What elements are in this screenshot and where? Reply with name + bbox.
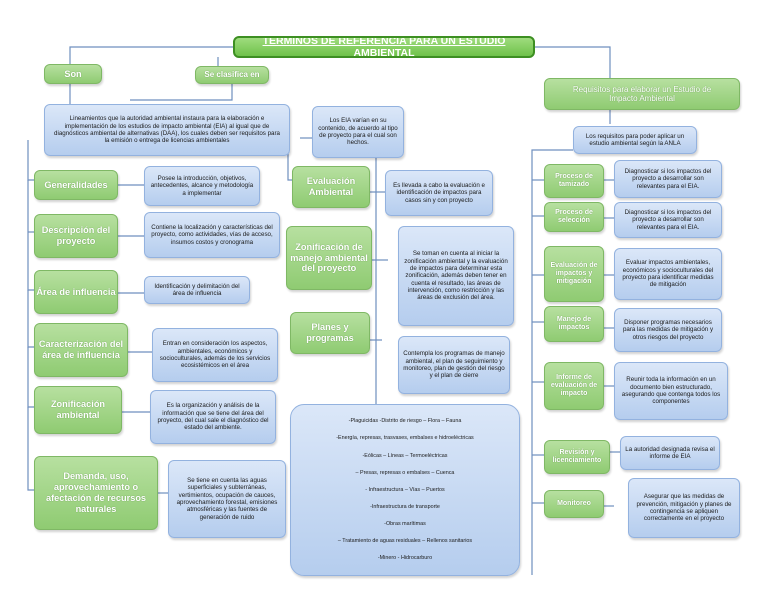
- project-type-item: - Infraestructura – Vías – Puertos: [365, 486, 445, 493]
- project-type-item: -Eólicas – Líneas – Termoeléctricas: [362, 452, 448, 459]
- middle-desc-planes: Contempla los programas de manejo ambien…: [398, 336, 510, 394]
- left-desc-caracterizacion: Entran en consideración los aspectos, am…: [152, 328, 278, 382]
- right-desc-tamizado: Diagnosticar si los impactos del proyect…: [614, 160, 722, 198]
- page-title: TERMINOS DE REFERENCIA PARA UN ESTUDIO A…: [233, 36, 535, 58]
- left-node-caracterizacion: Caracterización del área de influencia: [34, 323, 128, 377]
- middle-node-evaluacion: Evaluación Ambiental: [292, 166, 370, 208]
- requisitos-node: Requisitos para elaborar un Estudio de I…: [544, 78, 740, 110]
- son-node: Son: [44, 64, 102, 84]
- right-desc-seleccion: Diagnosticar si los impactos del proyect…: [614, 202, 722, 238]
- project-type-item: -Minero - Hidrocarburo: [377, 555, 433, 562]
- left-desc-generalidades: Posee la introducción, objetivos, antece…: [144, 166, 260, 206]
- left-desc-area: Identificación y delimitación del área d…: [144, 276, 250, 304]
- right-node-informe: Informe de evaluación de impacto: [544, 362, 604, 410]
- right-desc-revision: La autoridad designada revisa el informe…: [620, 436, 720, 470]
- middle-desc-evaluacion: Es llevada a cabo la evaluación e identi…: [385, 170, 493, 216]
- project-type-item: -Obras marítimas: [384, 521, 426, 528]
- right-node-monitoreo: Monitoreo: [544, 490, 604, 518]
- left-desc-descripcion: Contiene la localización y característic…: [144, 212, 280, 258]
- project-type-item: – Presas, represas o embalses – Cuenca: [355, 469, 455, 476]
- right-desc-evaluacion-impactos: Evaluar impactos ambientales, económicos…: [614, 248, 722, 300]
- middle-node-zonificacion-manejo: Zonificación de manejo ambiental del pro…: [286, 226, 372, 290]
- right-node-manejo: Manejo de impactos: [544, 306, 604, 342]
- project-types-list: -Plaguicidas -Distrito de riesgo – Flora…: [290, 404, 520, 576]
- left-desc-demanda: Se tiene en cuenta las aguas superficial…: [168, 460, 286, 538]
- project-type-item: -Plaguicidas -Distrito de riesgo – Flora…: [348, 418, 462, 425]
- middle-desc-zonificacion-manejo: Se toman en cuenta al iniciar la zonific…: [398, 226, 514, 326]
- project-type-item: – Tratamiento de aguas residuales – Rell…: [337, 538, 473, 545]
- right-desc-manejo: Disponer programas necesarios para las m…: [614, 308, 722, 352]
- left-node-area: Área de influencia: [34, 270, 118, 314]
- right-node-revision: Revisión y licenciamiento: [544, 440, 610, 474]
- lineamientos-node: Lineamientos que la autoridad ambiental …: [44, 104, 290, 156]
- right-node-tamizado: Proceso de tamizado: [544, 164, 604, 198]
- left-node-demanda: Demanda, uso, aprovechamiento o afectaci…: [34, 456, 158, 530]
- left-desc-zonificacion: Es la organización y análisis de la info…: [150, 390, 276, 444]
- left-node-descripcion: Descripción del proyecto: [34, 214, 118, 258]
- clasifica-node: Se clasifica en: [195, 66, 269, 84]
- right-desc-monitoreo: Asegurar que las medidas de prevención, …: [628, 478, 740, 538]
- project-type-item: -Energía, represas, trasvases, embalses …: [336, 435, 474, 442]
- eia-varian-node: Los EIA varían en su contenido, de acuer…: [312, 106, 404, 158]
- left-node-zonificacion: Zonificación ambiental: [34, 386, 122, 434]
- anla-node: Los requisitos para poder aplicar un est…: [573, 126, 697, 154]
- middle-node-planes: Planes y programas: [290, 312, 370, 354]
- left-node-generalidades: Generalidades: [34, 170, 118, 200]
- project-type-item: -Infraestructura de transporte: [370, 503, 440, 510]
- right-desc-informe: Reunir toda la información en un documen…: [614, 362, 728, 420]
- right-node-seleccion: Proceso de selección: [544, 202, 604, 232]
- right-node-evaluacion-impactos: Evaluación de impactos y mitigación: [544, 246, 604, 302]
